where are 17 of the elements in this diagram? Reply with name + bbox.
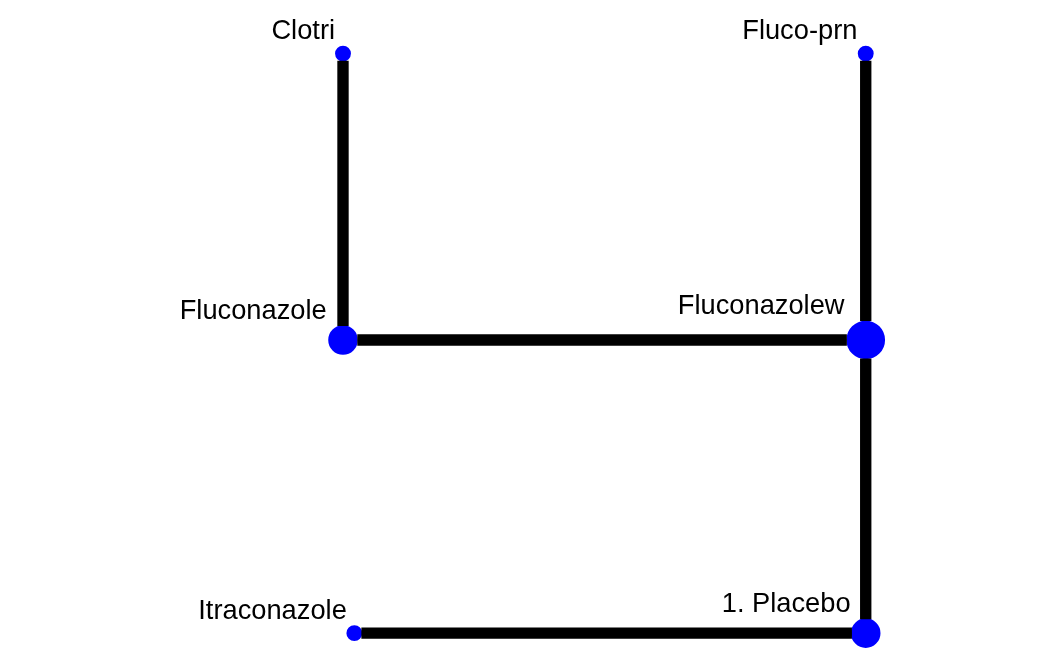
node-circle	[846, 320, 886, 360]
node-label: Itraconazole	[198, 593, 347, 625]
node-circle	[328, 325, 358, 355]
connector	[860, 60, 872, 322]
connector	[860, 358, 872, 620]
node-label: Fluconazole	[179, 293, 327, 325]
node-label: Fluco-prn	[742, 14, 858, 46]
node-label: 1. Placebo	[721, 586, 851, 618]
connector	[361, 627, 852, 639]
node-circle	[850, 618, 881, 648]
node-circle	[335, 45, 351, 62]
connector	[337, 60, 349, 327]
node-label: Fluconazolew	[677, 289, 845, 321]
node-circle	[857, 45, 874, 62]
node-label: Clotri	[271, 14, 336, 46]
node-circle	[346, 625, 363, 642]
connector	[357, 334, 847, 346]
